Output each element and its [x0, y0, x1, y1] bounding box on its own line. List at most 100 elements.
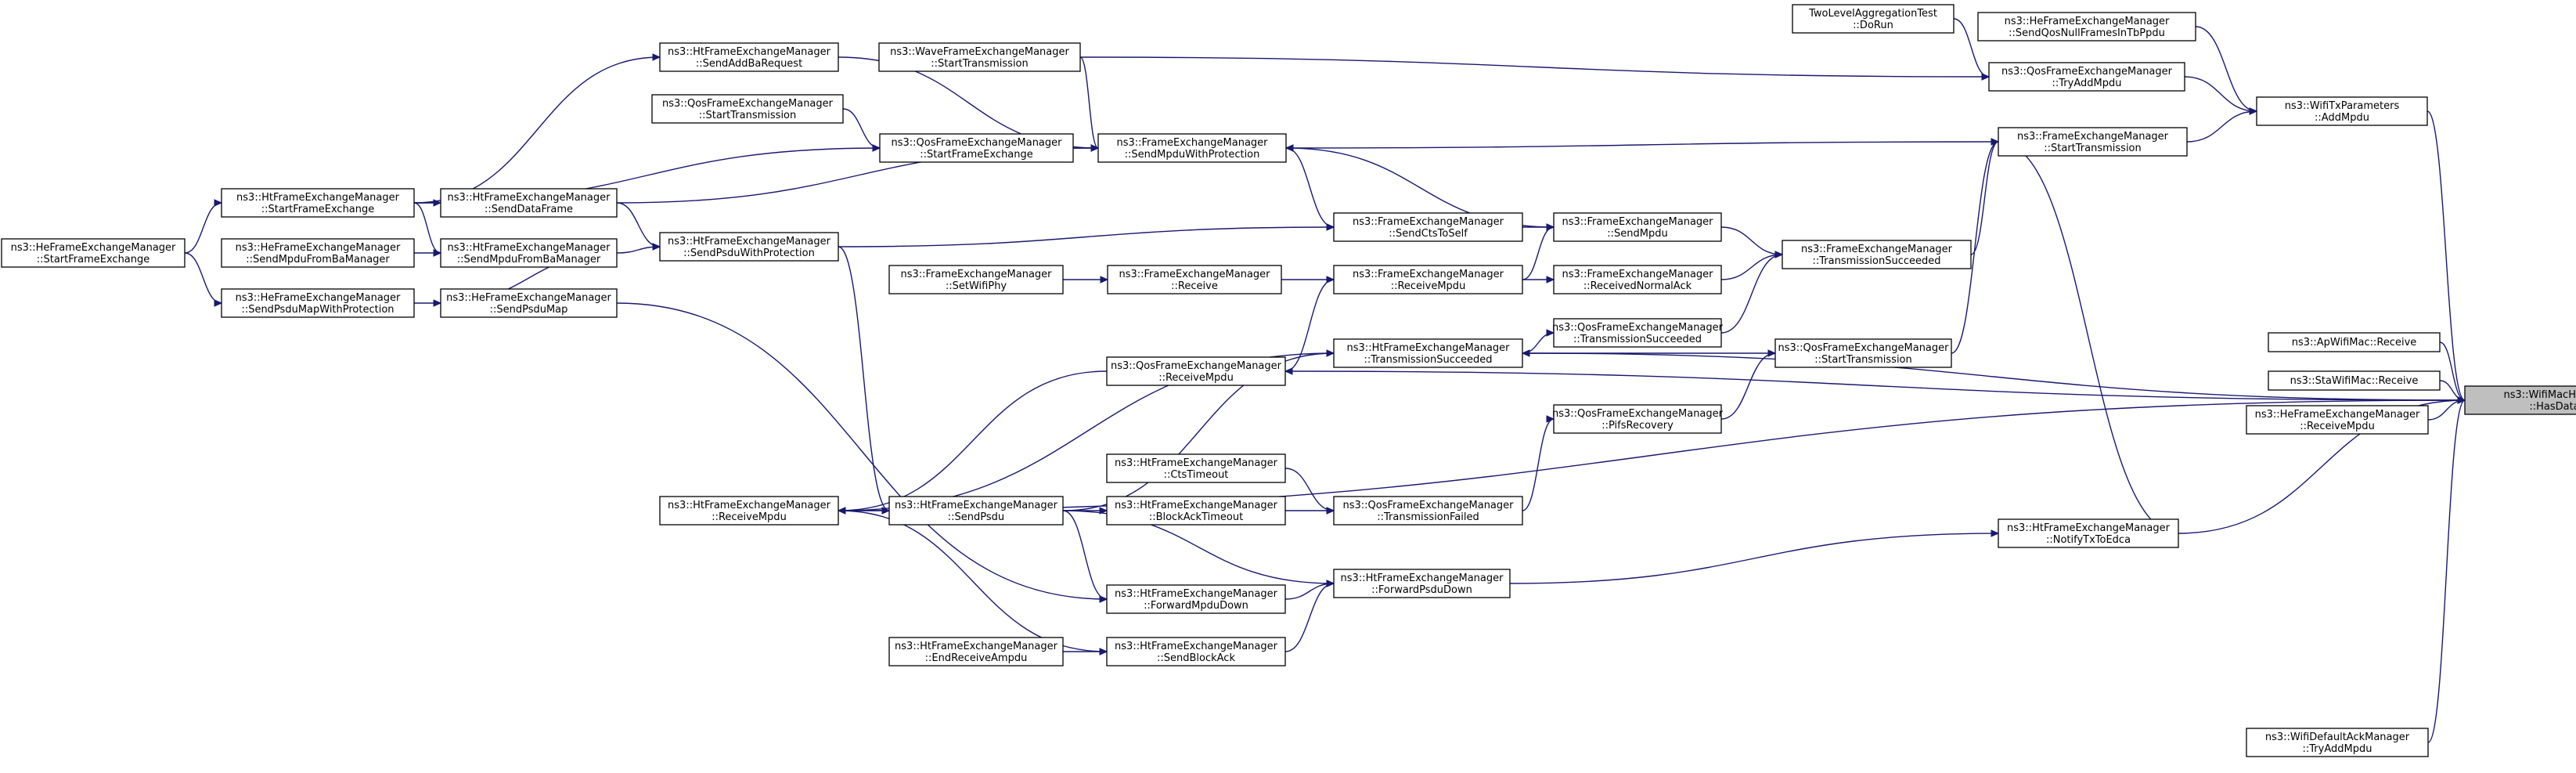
node-label: ns3::HtFrameExchangeManager: [1341, 573, 1504, 584]
graph-node-qos-receivempdu[interactable]: ns3::QosFrameExchangeManager::ReceiveMpd…: [1106, 356, 1286, 386]
graph-node-he-sendpsdumap[interactable]: ns3::HeFrameExchangeManager::SendPsduMap: [440, 288, 618, 318]
graph-node-txparams-addmpdu[interactable]: ns3::WifiTxParameters::AddMpdu: [2256, 96, 2428, 126]
node-box: [1106, 356, 1286, 386]
graph-node-he-sendmpdufromba[interactable]: ns3::HeFrameExchangeManager::SendMpduFro…: [221, 238, 415, 268]
graph-node-ht-receivempdu[interactable]: ns3::HtFrameExchangeManager::ReceiveMpdu: [659, 496, 839, 526]
node-label: ::TryAddMpdu: [2052, 78, 2122, 89]
node-box: [659, 496, 839, 526]
graph-node-qos-tryaddmpdu[interactable]: ns3::QosFrameExchangeManager::TryAddMpdu: [1988, 62, 2185, 92]
node-box: [1998, 518, 2179, 548]
node-label: ns3::FrameExchangeManager: [2017, 131, 2169, 143]
node-box: [1106, 584, 1286, 614]
call-edge: [838, 370, 1108, 511]
node-label: ::SendMpduWithProtection: [1125, 149, 1260, 161]
node-label: ::Receive: [1171, 280, 1218, 292]
graph-node-ht-txsucceeded[interactable]: ns3::HtFrameExchangeManager::Transmissio…: [1333, 338, 1523, 368]
call-edge: [1509, 533, 1999, 584]
graph-node-hasdata[interactable]: ns3::WifiMacHeader::HasData: [2464, 385, 2576, 415]
graph-node-sta-receive[interactable]: ns3::StaWifiMac::Receive: [2268, 370, 2441, 391]
edge-arrowhead: [1774, 251, 1784, 258]
graph-node-fem-receivednormalack[interactable]: ns3::FrameExchangeManager::ReceivedNorma…: [1553, 265, 1722, 294]
graph-node-default-ack-tryaddmpdu[interactable]: ns3::WifiDefaultAckManager::TryAddMpdu: [2246, 728, 2429, 757]
graph-node-he-receivempdu[interactable]: ns3::HeFrameExchangeManager::ReceiveMpdu: [2246, 405, 2429, 435]
graph-node-fem-receive[interactable]: ns3::FrameExchangeManager::Receive: [1107, 265, 1282, 294]
node-box: [2256, 96, 2428, 126]
graph-node-qos-startframeex[interactable]: ns3::QosFrameExchangeManager::StartFrame…: [879, 133, 1074, 163]
graph-node-ht-sendblockack[interactable]: ns3::HtFrameExchangeManager::SendBlockAc…: [1106, 637, 1286, 666]
graph-node-he-sendpsdumapprot[interactable]: ns3::HeFrameExchangeManager::SendPsduMap…: [221, 288, 415, 318]
node-box: [1333, 496, 1523, 526]
node-box: [651, 94, 844, 124]
node-label: ns3::HtFrameExchangeManager: [448, 242, 611, 254]
node-label: ns3::FrameExchangeManager: [900, 269, 1052, 280]
graph-node-wave-starttx[interactable]: ns3::WaveFrameExchangeManager::StartTran…: [878, 42, 1081, 72]
node-label: ::StartFrameExchange: [37, 254, 150, 265]
node-label: ::SendPsduMapWithProtection: [241, 304, 394, 316]
node-label: ns3::WaveFrameExchangeManager: [890, 46, 1069, 58]
graph-node-he-sendqosnull[interactable]: ns3::HeFrameExchangeManager::SendQosNull…: [1977, 12, 2196, 42]
node-label: ::SendCtsToSelf: [1389, 228, 1468, 240]
node-label: ::PifsRecovery: [1601, 420, 1673, 432]
node-label: ns3::FrameExchangeManager: [1562, 216, 1713, 228]
node-box: [878, 42, 1081, 72]
graph-node-ap-receive[interactable]: ns3::ApWifiMac::Receive: [2268, 332, 2441, 352]
node-box: [440, 188, 618, 218]
graph-node-ht-senddataframe[interactable]: ns3::HtFrameExchangeManager::SendDataFra…: [440, 188, 618, 218]
graph-node-ht-sendmpdufromba[interactable]: ns3::HtFrameExchangeManager::SendMpduFro…: [440, 238, 618, 268]
edge-arrowhead: [1284, 367, 1293, 375]
graph-node-fem-sendmpdu[interactable]: ns3::FrameExchangeManager::SendMpdu: [1553, 212, 1722, 242]
node-box: [1977, 12, 2196, 42]
graph-node-qos-starttx-a[interactable]: ns3::QosFrameExchangeManager::StartTrans…: [651, 94, 844, 124]
graph-node-qos-txsucceeded[interactable]: ns3::QosFrameExchangeManager::Transmissi…: [1552, 318, 1724, 348]
graph-node-qos-txfailed[interactable]: ns3::QosFrameExchangeManager::Transmissi…: [1333, 496, 1523, 526]
graph-node-fem-sendctstoself[interactable]: ns3::FrameExchangeManager::SendCtsToSelf: [1333, 212, 1523, 242]
call-edge: [1951, 141, 1999, 354]
graph-node-fem-sendmpduprot[interactable]: ns3::FrameExchangeManager::SendMpduWithP…: [1097, 133, 1287, 163]
graph-node-fem-receivempdu[interactable]: ns3::FrameExchangeManager::ReceiveMpdu: [1333, 265, 1523, 294]
graph-node-ht-sendpsdu[interactable]: ns3::HtFrameExchangeManager::SendPsdu: [888, 496, 1064, 526]
edge-arrowhead: [1767, 349, 1777, 357]
edge-arrowhead: [1099, 648, 1108, 656]
node-label: TwoLevelAggregationTest: [1808, 8, 1937, 20]
graph-node-ht-blockacktimeout[interactable]: ns3::HtFrameExchangeManager::BlockAckTim…: [1106, 496, 1286, 526]
call-edge: [1522, 226, 1555, 280]
graph-node-he-startframeex[interactable]: ns3::HeFrameExchangeManager::StartFrameE…: [1, 238, 186, 268]
node-label: ::SendPsduWithProtection: [683, 247, 815, 259]
node-label: ns3::HtFrameExchangeManager: [668, 500, 831, 511]
edge-arrowhead: [1981, 73, 1991, 81]
graph-node-fem-starttx[interactable]: ns3::FrameExchangeManager::StartTransmis…: [1998, 127, 2188, 157]
graph-node-tla-dorun[interactable]: TwoLevelAggregationTest::DoRun: [1792, 4, 1955, 34]
graph-node-ht-forwardmpdudown[interactable]: ns3::HtFrameExchangeManager::ForwardMpdu…: [1106, 584, 1286, 614]
node-label: ns3::HtFrameExchangeManager: [1115, 457, 1278, 469]
node-label: ns3::FrameExchangeManager: [1116, 137, 1268, 149]
graph-node-ht-ctstimeout[interactable]: ns3::HtFrameExchangeManager::CtsTimeout: [1106, 453, 1286, 483]
node-label: ::BlockAckTimeout: [1149, 511, 1243, 523]
graph-node-fem-setwifiphy[interactable]: ns3::FrameExchangeManager::SetWifiPhy: [888, 265, 1064, 294]
node-label: ns3::FrameExchangeManager: [1353, 269, 1504, 280]
node-label: ns3::HtFrameExchangeManager: [668, 236, 831, 247]
node-label: ns3::QosFrameExchangeManager: [1111, 360, 1282, 372]
node-label: ns3::HeFrameExchangeManager: [446, 292, 611, 304]
edge-arrowhead: [1090, 144, 1100, 152]
node-label: ns3::WifiMacHeader: [2503, 389, 2576, 401]
graph-node-ht-sendpsduprot[interactable]: ns3::HtFrameExchangeManager::SendPsduWit…: [659, 232, 839, 262]
graph-node-ht-endreceiveampdu[interactable]: ns3::HtFrameExchangeManager::EndReceiveA…: [888, 637, 1064, 666]
node-label: ns3::HeFrameExchangeManager: [11, 242, 176, 254]
node-label: ::ForwardMpduDown: [1144, 600, 1248, 612]
node-box: [1333, 569, 1511, 598]
graph-node-qos-pifsrecovery[interactable]: ns3::QosFrameExchangeManager::PifsRecove…: [1552, 404, 1724, 434]
graph-node-ht-forwardpsdudown[interactable]: ns3::HtFrameExchangeManager::ForwardPsdu…: [1333, 569, 1511, 598]
call-edge: [1285, 141, 1999, 149]
graph-node-ht-notifytxtoedca[interactable]: ns3::HtFrameExchangeManager::NotifyTxToE…: [1998, 518, 2179, 548]
call-edge: [2426, 110, 2466, 401]
node-label: ::TransmissionSucceeded: [1812, 255, 1940, 267]
graph-node-qos-starttx-b[interactable]: ns3::QosFrameExchangeManager::StartTrans…: [1774, 338, 1952, 368]
edge-arrowhead: [2457, 396, 2466, 404]
node-label: ::SendDataFrame: [485, 204, 573, 215]
node-label: ns3::WifiDefaultAckManager: [2265, 731, 2410, 743]
graph-node-fem-txsucceeded[interactable]: ns3::FrameExchangeManager::TransmissionS…: [1782, 240, 1972, 269]
graph-node-ht-startframeex[interactable]: ns3::HtFrameExchangeManager::StartFrameE…: [221, 188, 415, 218]
graph-node-ht-sendaddba[interactable]: ns3::HtFrameExchangeManager::SendAddBaRe…: [659, 42, 839, 72]
node-label: ::HasData: [2529, 401, 2576, 413]
